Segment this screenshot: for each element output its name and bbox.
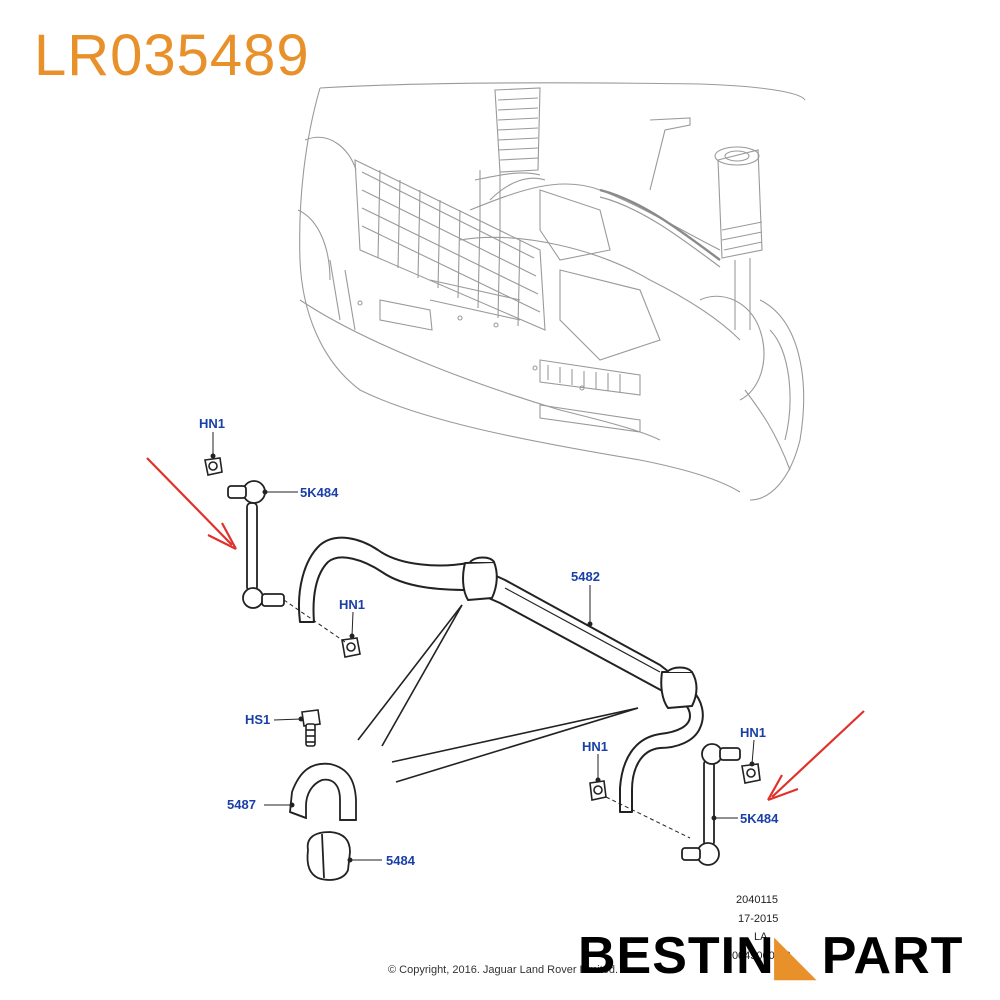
callout-leaders bbox=[210, 432, 755, 863]
bestinpart-logo: BESTIN◣PART bbox=[578, 928, 963, 984]
callout-hn1-right-mid[interactable]: HN1 bbox=[582, 739, 609, 754]
assembly-lines bbox=[283, 599, 691, 839]
red-arrow-icon bbox=[146, 457, 865, 802]
copyright-text: © Copyright, 2016. Jaguar Land Rover Lim… bbox=[388, 964, 619, 976]
stabilizer-bar-icon bbox=[298, 536, 704, 813]
diagram-meta-3: LA bbox=[754, 931, 768, 943]
callout-hs1[interactable]: HS1 bbox=[245, 712, 271, 727]
bolt-icon bbox=[301, 709, 321, 747]
diagram-meta-1: 2040115 bbox=[736, 894, 779, 906]
logo-part1: BESTIN bbox=[578, 927, 775, 985]
part-number-title: LR035489 bbox=[34, 23, 310, 88]
bushing-icon bbox=[306, 831, 351, 881]
callout-5k484-right[interactable]: 5K484 bbox=[740, 811, 779, 826]
diagram-meta-2: 17-2015 bbox=[738, 913, 779, 925]
clamp-icon bbox=[289, 762, 357, 821]
leader-lines bbox=[357, 604, 639, 783]
logo-accent-mark: ◣ bbox=[774, 927, 816, 985]
logo-part2: PART bbox=[821, 927, 964, 985]
callout-5484-bushing[interactable]: 5484 bbox=[386, 853, 415, 868]
stabilizer-link-icon bbox=[227, 480, 741, 866]
callout-5482-bar[interactable]: 5482 bbox=[571, 569, 600, 584]
callout-5k484-left[interactable]: 5K484 bbox=[300, 485, 339, 500]
diagram-meta-4: C0045000-03 bbox=[724, 950, 791, 962]
callout-hn1-right[interactable]: HN1 bbox=[740, 725, 767, 740]
vehicle-sketch bbox=[297, 82, 806, 501]
nut-icon bbox=[204, 457, 761, 801]
callout-hn1-left-mid[interactable]: HN1 bbox=[339, 597, 366, 612]
callout-5487-clamp[interactable]: 5487 bbox=[227, 797, 256, 812]
callout-hn1-top[interactable]: HN1 bbox=[199, 416, 226, 431]
